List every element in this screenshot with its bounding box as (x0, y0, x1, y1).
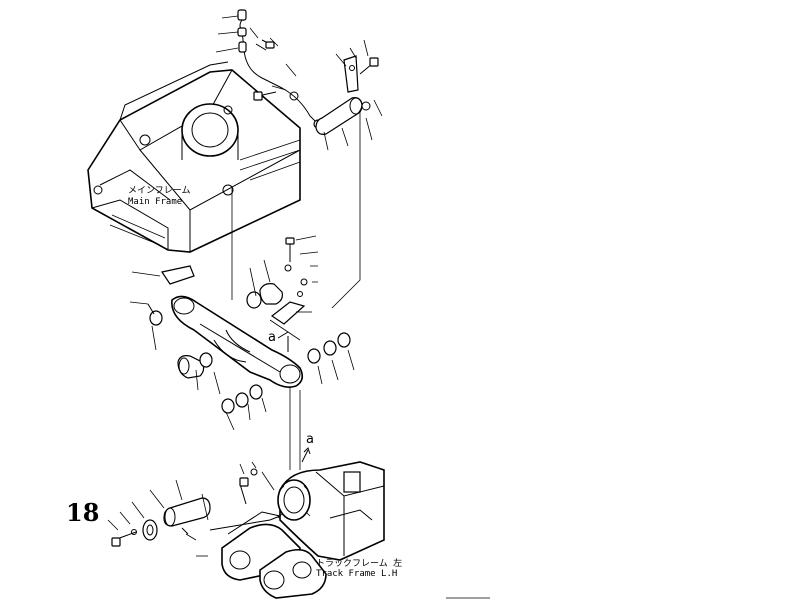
main-frame-label-en: Main Frame (128, 197, 183, 207)
leader-lines-lower (107, 461, 490, 599)
reference-mark-upper: a (268, 330, 276, 345)
track-frame-label-jp: トラックフレーム 左 (316, 559, 403, 569)
reference-mark-lower: a (306, 432, 314, 447)
leader-lines-middle (129, 235, 355, 431)
equalizer-bar (171, 295, 304, 388)
leader-lines-upper (215, 15, 383, 151)
page-number: 18 (66, 498, 100, 527)
main-frame-drawing (87, 61, 301, 253)
assembly-guide-lines (231, 110, 361, 470)
track-frame-label-en: Track Frame L.H (316, 569, 398, 579)
track-frame-drawing (221, 461, 385, 599)
bushings-and-seals (147, 237, 351, 414)
reference-arrows (277, 331, 311, 463)
upper-pin-assembly (315, 55, 379, 135)
lower-pin-assembly (111, 468, 281, 547)
main-frame-label-jp: メインフレーム (128, 186, 191, 196)
